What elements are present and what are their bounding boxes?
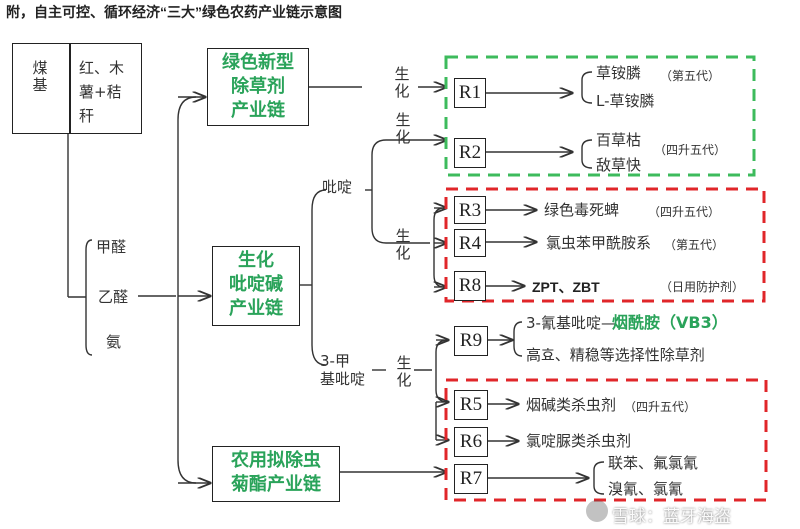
product-box-r6: R6 (454, 427, 488, 457)
r6-item-1: 氯啶脲类杀虫剂 (526, 432, 632, 450)
product-box-r2: R2 (454, 138, 486, 168)
product-box-r1: R1 (454, 78, 486, 108)
red-dashed-group-bottom (444, 378, 768, 502)
branch-label-bio-2: 生 化 (395, 111, 411, 146)
r2-item-1: 百草枯 (596, 131, 642, 149)
r3-generation: （四升五代） (648, 205, 721, 219)
green-dashed-group (444, 55, 756, 177)
intermediate-ammonia: 氨 (106, 333, 122, 351)
branch-label-pyridine: 吡啶 (322, 178, 353, 196)
branch-label-bio-4: 生 化 (396, 354, 412, 389)
r4-generation: （第五代） (664, 238, 725, 252)
r1-item-2: L-草铵膦 (596, 92, 655, 110)
intermediate-formaldehyde: 甲醛 (96, 238, 127, 256)
r8-item-1: ZPT、ZBT (532, 279, 600, 295)
red-dashed-group-top (444, 187, 766, 303)
r3-item-1: 绿色毒死蜱 (544, 201, 620, 219)
branch-label-methylpyridine: 3-甲 基吡啶 (320, 352, 366, 388)
branch-label-bio-3: 生 化 (395, 227, 411, 262)
product-box-r4: R4 (454, 229, 486, 257)
r5-generation: （四升五代） (624, 400, 697, 414)
intermediate-acetaldehyde: 乙醛 (98, 288, 129, 306)
r5-item-1: 烟碱类杀虫剂 (526, 396, 617, 414)
r2-generation: （四升五代） (654, 143, 727, 157)
coal-source-box: 煤 基 (12, 43, 70, 134)
coal-label: 煤 基 (32, 59, 48, 94)
product-box-r9: R9 (454, 326, 488, 356)
product-box-r8: R8 (454, 271, 486, 301)
r7-item-2: 溴氰、氯氰 (608, 480, 684, 498)
r1-item-1: 草铵膦 (596, 64, 642, 82)
chain-pyrethroid: 农用拟除虫 菊酯产业链 (212, 446, 340, 502)
branch-label-bio-1: 生 化 (394, 65, 410, 100)
chain-pyridine: 生化 吡啶碱 产业链 (212, 246, 300, 326)
product-box-r5: R5 (454, 390, 488, 420)
biomass-label: 红、木 薯+秸 秆 (79, 59, 125, 125)
r9-item-2: 烟酰胺（VB3） (612, 313, 728, 332)
r1-generation: （第五代） (660, 69, 721, 83)
diagram-title: 附，自主可控、循环经济“三大”绿色农药产业链示意图 (6, 4, 342, 20)
r4-item-1: 氯虫苯甲酰胺系 (546, 234, 652, 252)
watermark-text: 雪球：蓝牙海盗 (612, 507, 731, 527)
r2-item-2: 敌草快 (596, 156, 642, 174)
r9-item-3: 高효、精稳等选择性除草剂 (526, 346, 705, 364)
biomass-source-box: 红、木 薯+秸 秆 (70, 43, 142, 134)
watermark-logo-icon (586, 500, 608, 522)
r9-item-1: 3-氰基吡啶— (526, 314, 616, 332)
product-box-r3: R3 (454, 196, 486, 224)
chain-green-herbicide: 绿色新型 除草剂 产业链 (207, 48, 309, 126)
r7-item-1: 联苯、氟氯氰 (608, 454, 699, 472)
r8-generation: （日用防护剂） (660, 280, 745, 294)
product-box-r7: R7 (454, 464, 488, 494)
